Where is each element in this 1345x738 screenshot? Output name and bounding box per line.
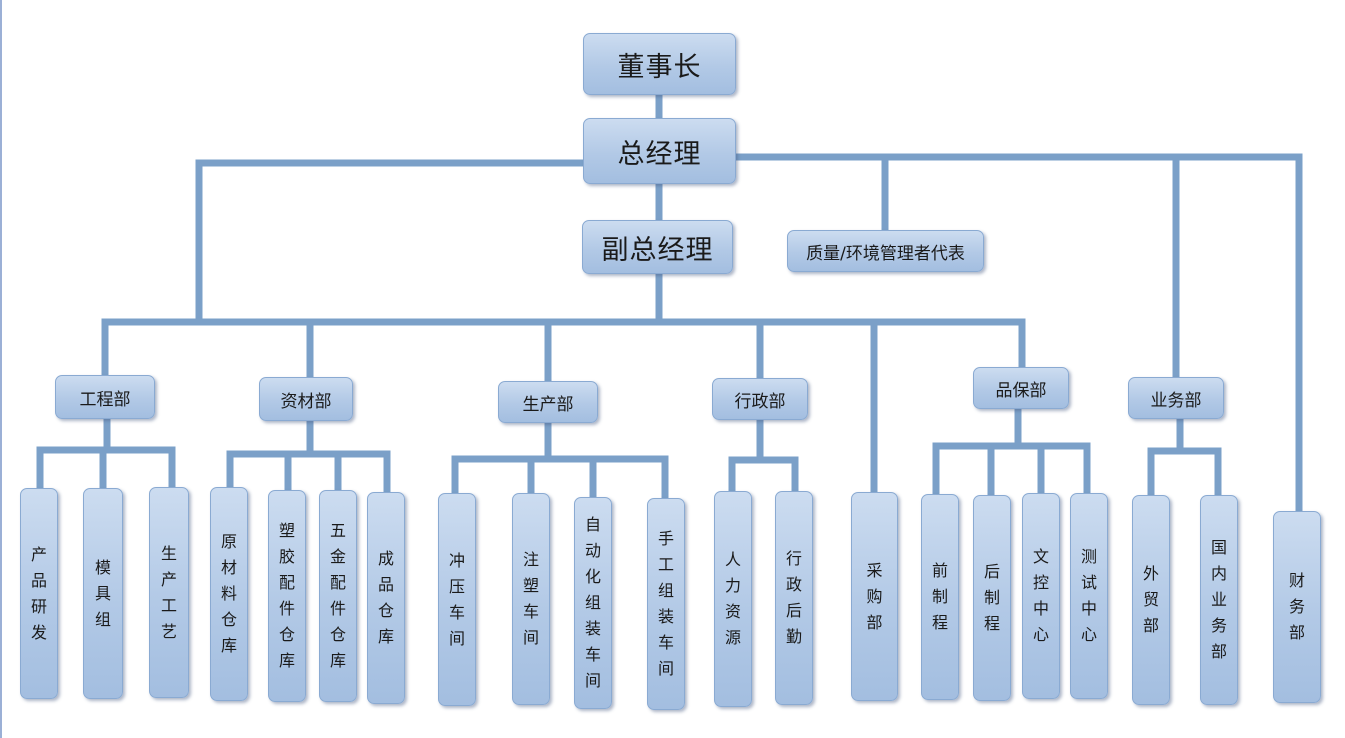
node-mold-group: 模具组 xyxy=(83,488,123,699)
node-document-control-center-label: 文控中心 xyxy=(1032,547,1049,644)
page-left-edge xyxy=(0,0,2,738)
node-finance-dept: 财务部 xyxy=(1273,511,1321,703)
node-raw-material-warehouse-label: 原材料仓库 xyxy=(220,532,237,655)
node-stamping-workshop: 冲压车间 xyxy=(438,493,476,706)
node-raw-material-warehouse: 原材料仓库 xyxy=(210,487,248,701)
node-quality-dept: 品保部 xyxy=(973,367,1069,409)
node-production-process: 生产工艺 xyxy=(149,487,189,698)
node-plastic-parts-warehouse-label: 塑胶配件仓库 xyxy=(278,521,295,670)
node-post-process: 后制程 xyxy=(973,495,1011,701)
connector-line xyxy=(732,153,1303,516)
node-pre-process-label: 前制程 xyxy=(931,561,948,632)
node-finished-goods-warehouse: 成品仓库 xyxy=(367,492,405,704)
connector-line xyxy=(195,159,587,326)
node-hardware-parts-warehouse-label: 五金配件仓库 xyxy=(329,521,346,670)
node-document-control-center: 文控中心 xyxy=(1022,493,1060,699)
node-finished-goods-warehouse-label: 成品仓库 xyxy=(377,549,394,646)
node-foreign-trade-dept: 外贸部 xyxy=(1132,495,1170,705)
node-post-process-label: 后制程 xyxy=(983,562,1000,633)
node-mold-group-label: 模具组 xyxy=(94,557,111,629)
node-hardware-parts-warehouse: 五金配件仓库 xyxy=(319,490,357,702)
node-administration-dept: 行政部 xyxy=(712,378,808,420)
node-product-rd-label: 产品研发 xyxy=(30,544,47,642)
node-auto-assembly-workshop-label: 自动化组装车间 xyxy=(584,515,601,690)
node-injection-workshop-label: 注塑车间 xyxy=(522,550,539,647)
node-chairman: 董事长 xyxy=(583,33,736,95)
node-testing-center-label: 测试中心 xyxy=(1080,547,1097,644)
node-purchasing-dept: 采购部 xyxy=(851,492,898,701)
node-domestic-business-dept: 国内业务部 xyxy=(1200,495,1238,705)
node-human-resources-label: 人力资源 xyxy=(724,550,741,647)
node-deputy-general-manager: 副总经理 xyxy=(582,220,733,274)
node-manual-assembly-workshop: 手工组装车间 xyxy=(647,498,685,710)
node-stamping-workshop-label: 冲压车间 xyxy=(448,550,465,648)
node-admin-logistics: 行政后勤 xyxy=(775,491,813,705)
node-manual-assembly-workshop-label: 手工组装车间 xyxy=(657,529,674,678)
node-pre-process: 前制程 xyxy=(921,494,959,700)
node-domestic-business-dept-label: 国内业务部 xyxy=(1210,538,1227,661)
node-purchasing-dept-label: 采购部 xyxy=(866,560,883,632)
node-management-representative: 质量/环境管理者代表 xyxy=(787,230,984,272)
node-plastic-parts-warehouse: 塑胶配件仓库 xyxy=(268,490,306,702)
node-business-dept: 业务部 xyxy=(1128,377,1224,419)
node-product-rd: 产品研发 xyxy=(20,488,58,699)
node-materials-dept: 资材部 xyxy=(259,377,353,421)
node-human-resources: 人力资源 xyxy=(714,491,752,707)
node-engineering-dept: 工程部 xyxy=(55,375,155,419)
node-finance-dept-label: 财务部 xyxy=(1288,571,1305,642)
node-auto-assembly-workshop: 自动化组装车间 xyxy=(574,497,612,709)
node-injection-workshop: 注塑车间 xyxy=(512,493,550,705)
node-foreign-trade-dept-label: 外贸部 xyxy=(1142,564,1159,635)
node-production-process-label: 生产工艺 xyxy=(160,543,177,641)
node-general-manager: 总经理 xyxy=(583,118,736,184)
node-admin-logistics-label: 行政后勤 xyxy=(785,549,802,646)
node-production-dept: 生产部 xyxy=(498,381,598,423)
node-testing-center: 测试中心 xyxy=(1070,493,1108,699)
